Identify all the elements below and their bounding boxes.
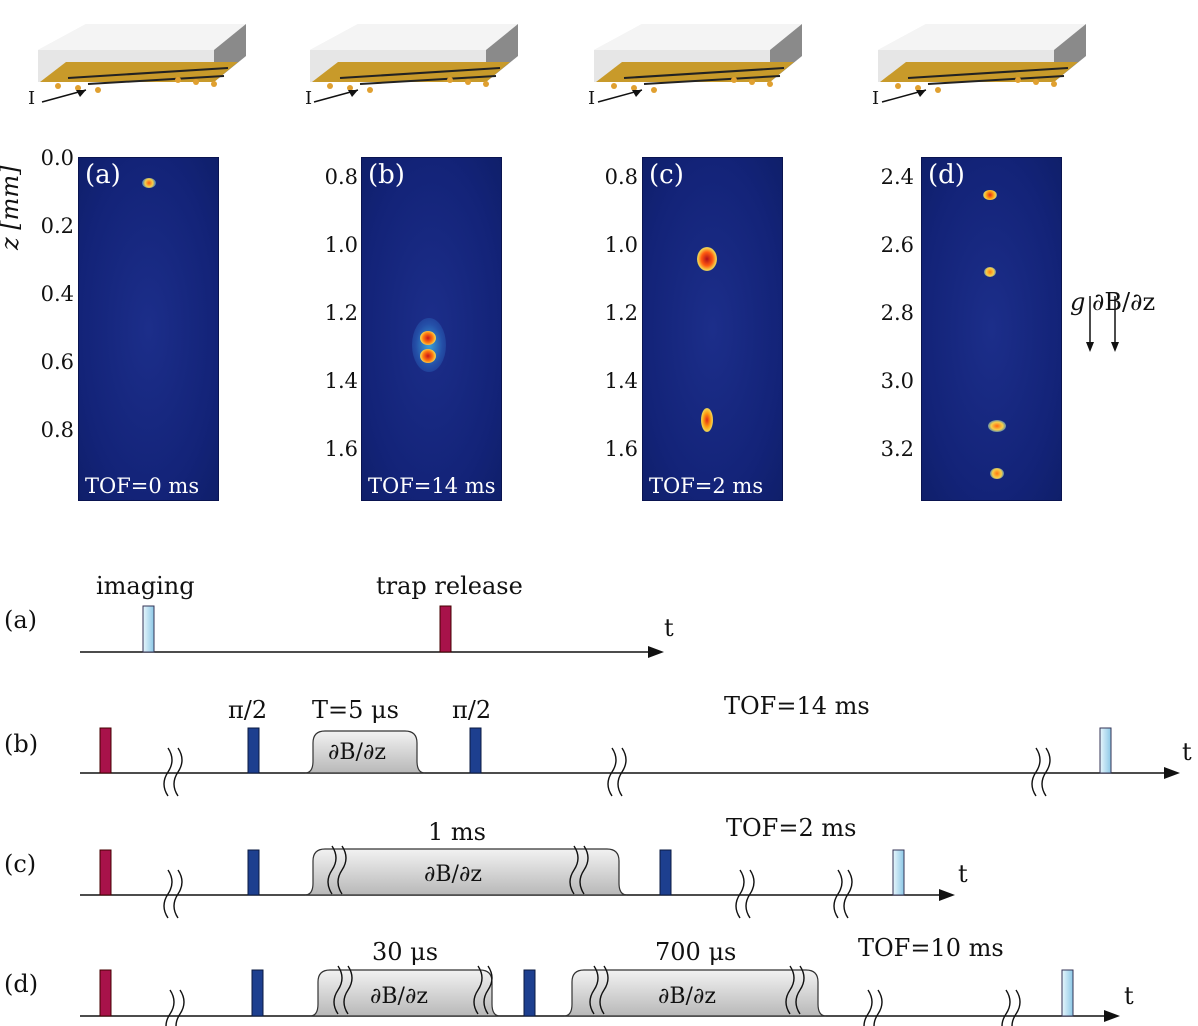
atom-cloud <box>420 349 436 363</box>
interrogation-time-label: T=5 μs <box>312 696 399 724</box>
gravity-label: g <box>1070 288 1086 316</box>
current-label-b: I <box>305 88 313 109</box>
sequence-letter-b: (b) <box>4 730 39 758</box>
panel-letter: (d) <box>928 160 965 190</box>
tof-label: TOF=2 ms <box>726 814 857 842</box>
tick-label: 0.0 <box>40 146 74 170</box>
tick-label: 2.8 <box>880 301 914 325</box>
current-label-a: I <box>28 88 36 109</box>
gravity-arrow-icon <box>1086 296 1094 352</box>
atom-cloud <box>984 267 996 277</box>
tick-label: 3.0 <box>880 369 914 393</box>
tick-label: 2.6 <box>880 233 914 257</box>
trap-release-pulse <box>99 727 112 774</box>
atom-cloud <box>697 247 717 271</box>
trap-release-pulse <box>439 605 452 653</box>
time-axis-label: t <box>664 614 674 642</box>
gradient-label: ∂B/∂z <box>658 984 716 1009</box>
pi-half-pulse <box>247 849 260 896</box>
atom-cloud <box>990 468 1004 479</box>
absorption-image-a: (a) TOF=0 ms <box>78 157 219 501</box>
tick-label: 1.2 <box>604 301 638 325</box>
sequence-b-axis <box>80 767 1180 779</box>
absorption-image-d: (d) <box>921 157 1062 501</box>
gradient-arrow-icon <box>1111 296 1119 352</box>
atom-cloud <box>142 178 156 188</box>
tick-label: 0.8 <box>40 418 74 442</box>
imaging-pulse <box>892 849 905 896</box>
gradient-label: ∂B/∂z <box>328 740 386 765</box>
pi-half-pulse <box>251 969 264 1017</box>
tick-label: 0.8 <box>604 165 638 189</box>
sequence-letter-a: (a) <box>4 606 38 634</box>
chip-illustration-c <box>594 24 802 103</box>
gradient-pulse <box>304 730 426 774</box>
panel-letter: (a) <box>85 160 121 190</box>
imaging-pulse <box>1099 727 1112 774</box>
trap-release-pulse <box>99 969 112 1017</box>
pi-half-pulse <box>247 727 260 774</box>
tick-label: 2.4 <box>880 165 914 189</box>
tick-label: 1.6 <box>324 437 358 461</box>
pi-half-label: π/2 <box>228 696 268 724</box>
tick-label: 1.0 <box>324 233 358 257</box>
sequence-a-axis <box>80 646 664 658</box>
tick-label: 1.6 <box>604 437 638 461</box>
atom-cloud <box>701 408 713 432</box>
current-label-d: I <box>872 88 880 109</box>
tick-label: 1.4 <box>604 369 638 393</box>
gradient-arrow-label: ∂B/∂z <box>1092 288 1156 316</box>
tick-label: 1.2 <box>324 301 358 325</box>
gradient-label: ∂B/∂z <box>424 862 482 887</box>
gradient-pulse <box>304 848 628 896</box>
atom-cloud <box>420 331 436 345</box>
tick-label: 0.4 <box>40 282 74 306</box>
trap-release-label: trap release <box>376 572 523 600</box>
atom-cloud <box>412 318 446 372</box>
sequence-letter-c: (c) <box>4 850 37 878</box>
tof-label: TOF=2 ms <box>649 474 764 498</box>
tick-label: 3.2 <box>880 437 914 461</box>
axis-break-icon <box>163 747 1051 797</box>
gradient-duration-label: 30 μs <box>372 938 439 966</box>
pi-half-pulse <box>659 849 672 896</box>
tof-label: TOF=10 ms <box>858 934 1004 962</box>
imaging-label: imaging <box>96 572 195 600</box>
absorption-image-c: (c) TOF=2 ms <box>642 157 783 501</box>
chip-illustration-b <box>310 24 518 103</box>
tick-label: 0.8 <box>324 165 358 189</box>
atom-cloud <box>988 420 1006 432</box>
imaging-pulse <box>1061 969 1074 1017</box>
tof-label: TOF=0 ms <box>85 474 200 498</box>
imaging-pulse <box>142 605 155 653</box>
gradient-duration-label: 700 μs <box>655 938 737 966</box>
gradient-label: ∂B/∂z <box>370 984 428 1009</box>
pi-half-pulse <box>523 969 536 1017</box>
tick-label: 1.0 <box>604 233 638 257</box>
tick-label: 1.4 <box>324 369 358 393</box>
trap-release-pulse <box>99 849 112 896</box>
time-axis-label: t <box>958 860 968 888</box>
chip-illustration-d <box>878 24 1086 103</box>
tick-label: 0.6 <box>40 350 74 374</box>
axis-break-icon <box>165 965 1021 1026</box>
axis-break-icon <box>163 845 853 919</box>
chip-illustration-a <box>38 24 246 103</box>
current-label-c: I <box>588 88 596 109</box>
atom-cloud <box>983 190 997 200</box>
tick-label: 0.2 <box>40 214 74 238</box>
time-axis-label: t <box>1182 738 1192 766</box>
tof-label: TOF=14 ms <box>724 692 870 720</box>
pi-half-pulse <box>469 727 482 774</box>
sequence-letter-d: (d) <box>4 970 39 998</box>
tof-label: TOF=14 ms <box>368 474 496 498</box>
gradient-pulse <box>563 969 827 1017</box>
gradient-duration-label: 1 ms <box>428 818 486 846</box>
time-axis-label: t <box>1124 982 1134 1010</box>
panel-letter: (c) <box>649 160 684 190</box>
pi-half-label: π/2 <box>452 696 492 724</box>
panel-letter: (b) <box>368 160 405 190</box>
absorption-image-b: (b) TOF=14 ms <box>361 157 502 501</box>
